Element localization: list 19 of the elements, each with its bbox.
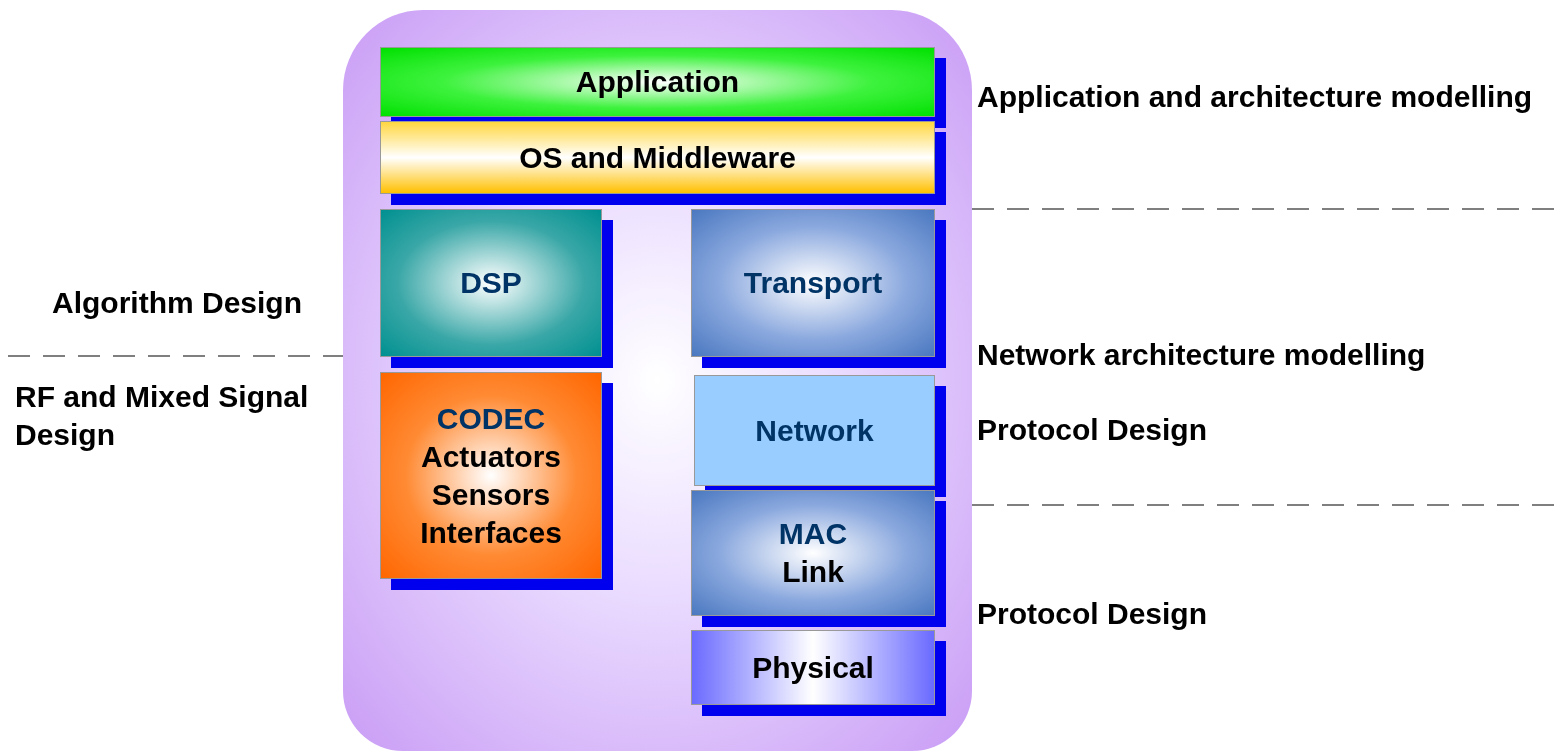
layer-label: Network [755, 412, 874, 449]
layer-label: Link [782, 554, 844, 590]
layer-label: Interfaces [420, 514, 562, 551]
layer-label: Sensors [431, 476, 551, 513]
layer-caption: Protocol Design [977, 596, 1209, 632]
layer-label: Application [575, 64, 740, 100]
layer-caption: Algorithm Design [52, 285, 303, 321]
layer-caption: RF and Mixed Signal Design [15, 379, 310, 453]
layer-caption: Protocol Design [977, 412, 1209, 448]
layer-label: Physical [752, 649, 874, 686]
layer-label: DSP [460, 265, 522, 301]
layer-label: OS and Middleware [519, 139, 796, 176]
stack-panel [343, 10, 972, 751]
layer-label: Actuators [421, 438, 561, 475]
layer-caption: Network architecture modelling [977, 337, 1427, 373]
layer-caption: Application and architecture modelling [977, 79, 1534, 115]
layer-label: CODEC [436, 400, 546, 437]
layer-label: MAC [778, 516, 848, 552]
layer-label: Transport [743, 265, 883, 301]
